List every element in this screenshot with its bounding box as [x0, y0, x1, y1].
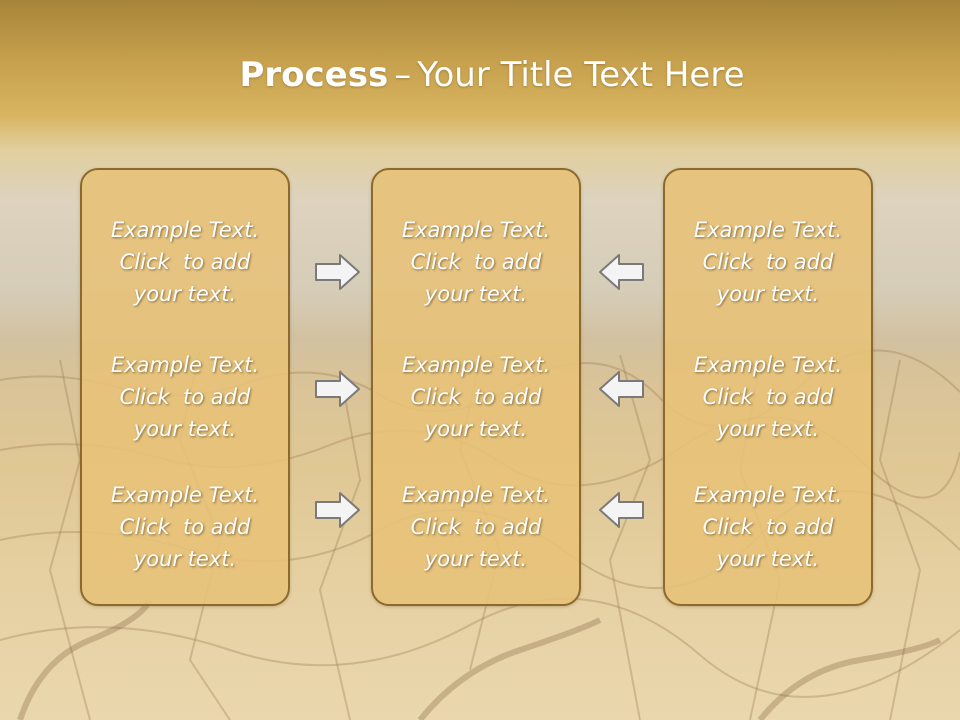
text-line: Example Text. [693, 353, 843, 377]
text-line: Click to add [410, 515, 542, 539]
text-line: Example Text. [110, 483, 260, 507]
text-line: Click to add [702, 515, 834, 539]
slide-title[interactable]: Process–Your Title Text Here [0, 52, 960, 98]
text-item[interactable]: Example Text. Click to add your text. [373, 349, 579, 445]
arrow-right-icon [314, 490, 362, 530]
text-line: Example Text. [401, 483, 551, 507]
text-line: Click to add [410, 250, 542, 274]
text-line: Example Text. [401, 353, 551, 377]
text-line: Example Text. [693, 483, 843, 507]
text-line: your text. [424, 417, 528, 441]
text-line: your text. [716, 417, 820, 441]
text-line: Example Text. [110, 218, 260, 242]
text-line: your text. [424, 282, 528, 306]
title-bold: Process [239, 55, 389, 95]
text-line: Click to add [119, 385, 251, 409]
arrow-right-icon [314, 369, 362, 409]
arrow-right-icon [314, 252, 362, 292]
title-text: Your Title Text Here [417, 55, 745, 95]
arrow-left-icon [597, 252, 645, 292]
text-line: your text. [716, 282, 820, 306]
text-line: your text. [133, 282, 237, 306]
text-line: Example Text. [110, 353, 260, 377]
text-item[interactable]: Example Text. Click to add your text. [665, 214, 871, 310]
text-line: Click to add [702, 250, 834, 274]
text-line: Click to add [119, 515, 251, 539]
arrow-left-icon [597, 369, 645, 409]
text-item[interactable]: Example Text. Click to add your text. [82, 479, 288, 575]
column-panel-3[interactable]: Example Text. Click to add your text. Ex… [663, 168, 873, 606]
text-line: Click to add [119, 250, 251, 274]
text-item[interactable]: Example Text. Click to add your text. [665, 479, 871, 575]
text-item[interactable]: Example Text. Click to add your text. [665, 349, 871, 445]
text-line: Example Text. [401, 218, 551, 242]
text-item[interactable]: Example Text. Click to add your text. [82, 214, 288, 310]
text-line: Click to add [410, 385, 542, 409]
text-line: Example Text. [693, 218, 843, 242]
text-line: your text. [716, 547, 820, 571]
text-line: Click to add [702, 385, 834, 409]
text-item[interactable]: Example Text. Click to add your text. [373, 479, 579, 575]
text-item[interactable]: Example Text. Click to add your text. [82, 349, 288, 445]
column-panel-1[interactable]: Example Text. Click to add your text. Ex… [80, 168, 290, 606]
text-line: your text. [424, 547, 528, 571]
text-item[interactable]: Example Text. Click to add your text. [373, 214, 579, 310]
column-panel-2[interactable]: Example Text. Click to add your text. Ex… [371, 168, 581, 606]
arrow-left-icon [597, 490, 645, 530]
text-line: your text. [133, 547, 237, 571]
text-line: your text. [133, 417, 237, 441]
title-dash: – [394, 55, 412, 95]
